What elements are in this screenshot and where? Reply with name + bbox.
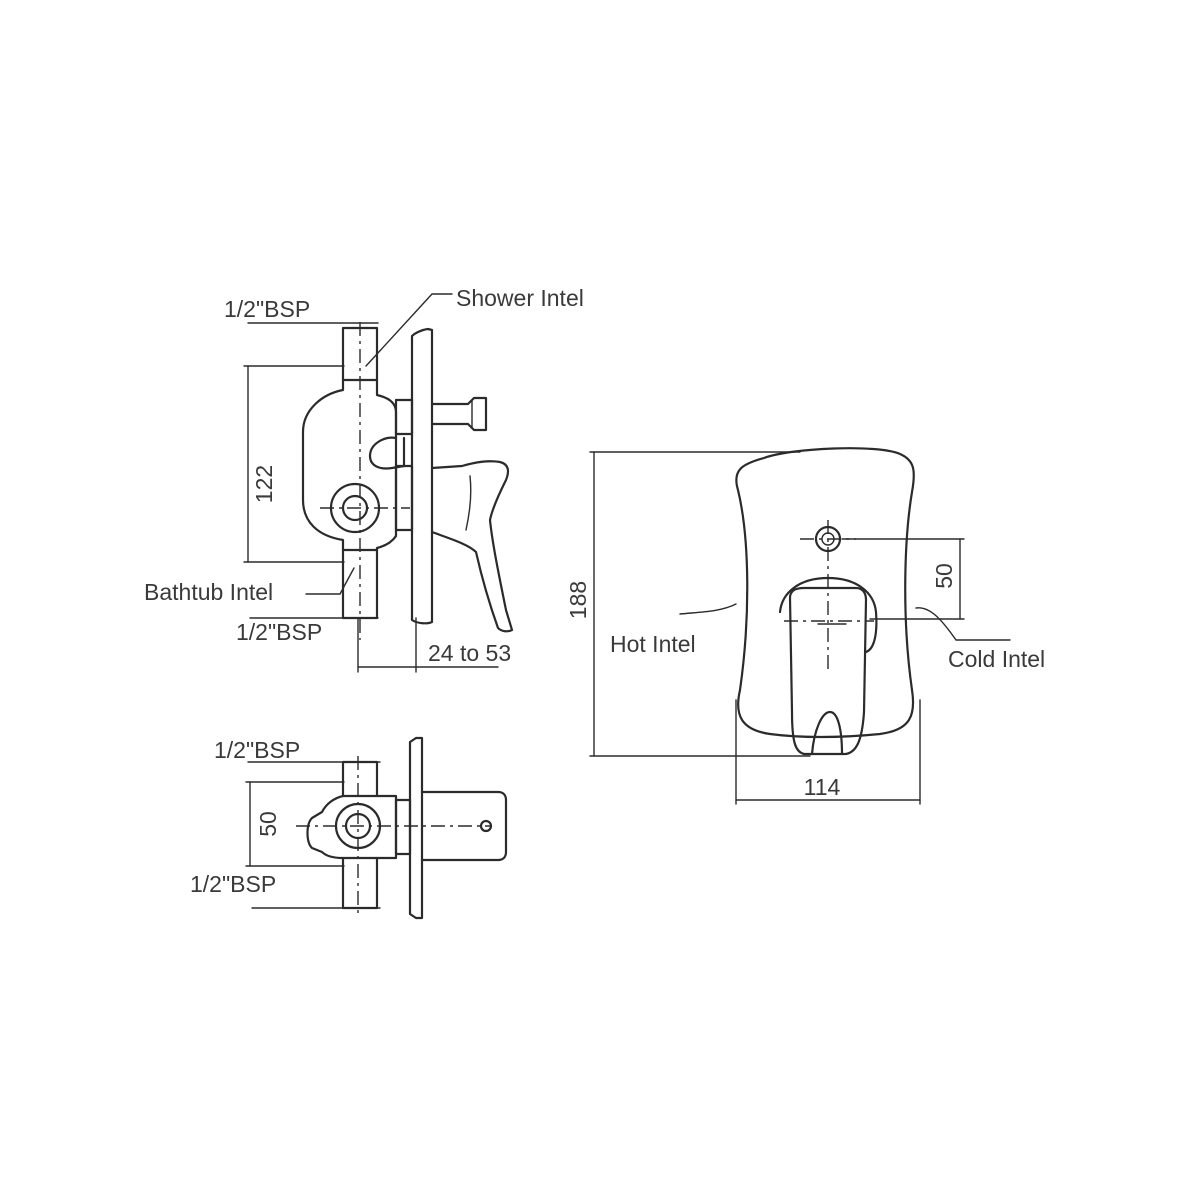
side-connector-mid: [394, 464, 414, 532]
side-view: 122 1/2"BSP Shower Intel Bathtub Intel 1…: [144, 285, 584, 673]
dim-depth-label: 24 to 53: [428, 640, 511, 666]
div-handle-dot: [479, 819, 493, 833]
side-diverter-knob: [430, 396, 488, 432]
div-connector: [394, 798, 412, 856]
dim-front-50-label: 50: [931, 563, 957, 589]
bathtub-inlet-leader: [305, 567, 355, 595]
side-diverter-bump: [368, 436, 406, 470]
dim-div-50-label: 50: [255, 811, 281, 837]
div-top-inlet: [341, 760, 379, 798]
shower-inlet-label: Shower Intel: [456, 285, 584, 311]
front-lever: [788, 586, 868, 756]
bathtub-inlet-label: Bathtub Intel: [144, 579, 273, 605]
side-top-thread-label: 1/2"BSP: [224, 296, 310, 322]
side-lever-handle: [430, 460, 514, 633]
diverter-view: 50 1/2"BSP 1/2"BSP: [190, 736, 508, 920]
front-lever-housing: [778, 576, 878, 654]
dim-114-label: 114: [804, 774, 841, 800]
side-cover-plate: [410, 327, 434, 625]
cold-inlet-label: Cold Intel: [948, 646, 1045, 672]
side-bottom-thread-label: 1/2"BSP: [236, 619, 322, 645]
front-cover-plate: [735, 447, 915, 739]
dim-122-label: 122: [251, 465, 277, 503]
div-top-thread-label: 1/2"BSP: [214, 737, 300, 763]
div-handle: [420, 790, 508, 862]
side-valve-body: [301, 378, 398, 552]
div-bottom-thread-label: 1/2"BSP: [190, 871, 276, 897]
div-bottom-inlet: [341, 856, 379, 910]
cold-inlet-leader: [915, 607, 1011, 641]
hot-inlet-label: Hot Intel: [610, 631, 696, 657]
side-lever-edge: [465, 475, 472, 531]
side-connector-top: [394, 398, 414, 436]
hot-inlet-leader: [679, 603, 737, 615]
front-view: 188 50 Hot Intel Cold Intel 114: [565, 447, 1045, 805]
shower-inlet-leader: [365, 293, 453, 367]
div-cover-plate: [408, 736, 424, 920]
dim-188-label: 188: [565, 581, 591, 619]
front-lever-notch: [810, 710, 844, 756]
